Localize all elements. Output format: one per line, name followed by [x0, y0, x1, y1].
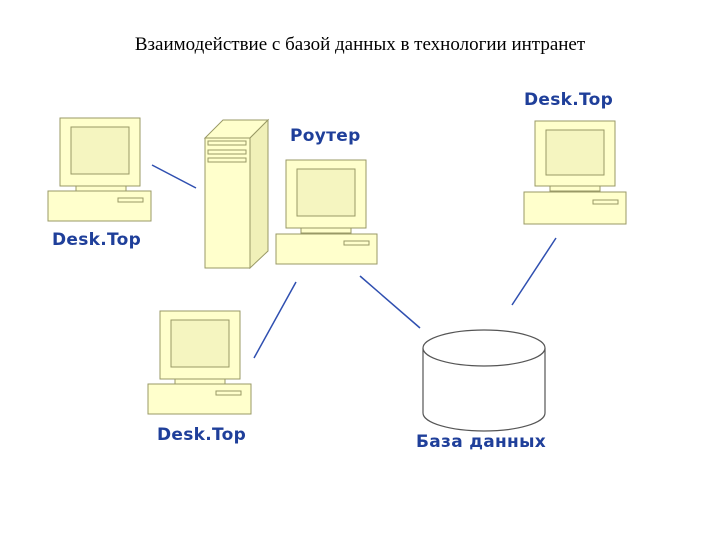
desktop-top-right-icon: [523, 120, 627, 225]
server-tower-icon: [203, 118, 270, 270]
link-desktop-left-server: [151, 164, 197, 189]
database-label: База данных: [416, 432, 547, 452]
router-label: Роутер: [290, 126, 361, 146]
slide-title: Взаимодействие с базой данных в технолог…: [134, 34, 586, 55]
desktop-bottom-label: Desk.Top: [157, 425, 247, 445]
link-desktop-bottom-router: [253, 281, 297, 359]
database-cylinder-icon: [422, 329, 546, 432]
desktop-left-label: Desk.Top: [52, 230, 142, 250]
link-desktop-right-database: [511, 237, 557, 306]
desktop-bottom-icon: [147, 310, 252, 415]
desktop-left-icon: [47, 117, 152, 222]
desktop-top-right-label: Desk.Top: [524, 90, 614, 110]
router-icon: [275, 159, 378, 265]
link-router-database: [359, 275, 421, 329]
